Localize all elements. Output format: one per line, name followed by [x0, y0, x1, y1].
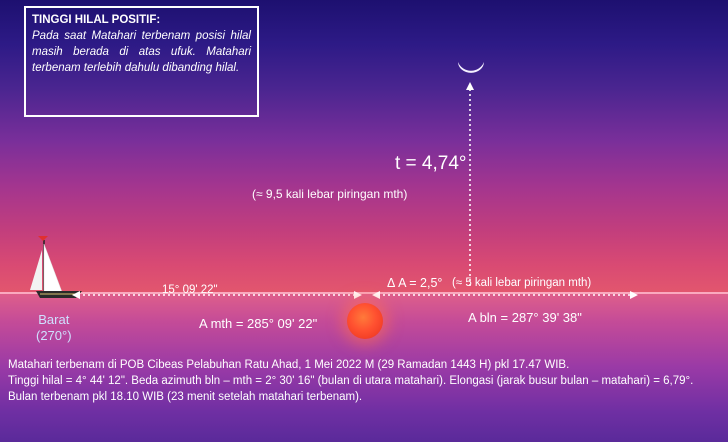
altitude-label: t = 4,74°	[395, 153, 467, 174]
delta-azimuth-note: (≈ 5 kali lebar piringan mth)	[452, 277, 592, 289]
footer-line-3: Bulan terbenam pkl 18.10 WIB (23 menit s…	[8, 391, 363, 403]
info-body: Pada saat Matahari terbenam posisi hilal…	[32, 30, 251, 74]
horizon-line	[0, 292, 728, 294]
west-degree: (270°)	[36, 328, 72, 343]
setting-sun-icon	[347, 303, 383, 339]
sailboat-icon	[30, 236, 82, 298]
moon-azimuth-label: A bln = 287° 39' 38"	[468, 310, 582, 325]
distance-label: 15° 09' 22"	[162, 284, 218, 296]
delta-azimuth-arrow	[372, 291, 638, 299]
west-label: Barat	[38, 312, 70, 327]
delta-azimuth-label: Δ A = 2,5°	[387, 276, 443, 290]
footer-line-1: Matahari terbenam di POB Cibeas Pelabuha…	[8, 359, 570, 371]
altitude-note: (≈ 9,5 kali lebar piringan mth)	[252, 187, 408, 201]
altitude-arrow	[466, 82, 474, 286]
distance-arrow	[72, 291, 362, 299]
west-direction-label: Barat (270°)	[36, 312, 72, 344]
footer-line-2: Tinggi hilal = 4° 44' 12". Beda azimuth …	[8, 375, 694, 387]
sun-azimuth-label: A mth = 285° 09' 22"	[199, 316, 318, 331]
info-title: TINGGI HILAL POSITIF:	[32, 14, 161, 26]
footer-text: Matahari terbenam di POB Cibeas Pelabuha…	[8, 357, 718, 405]
crescent-moon-icon	[458, 62, 484, 73]
info-box: TINGGI HILAL POSITIF: Pada saat Matahari…	[24, 6, 259, 117]
